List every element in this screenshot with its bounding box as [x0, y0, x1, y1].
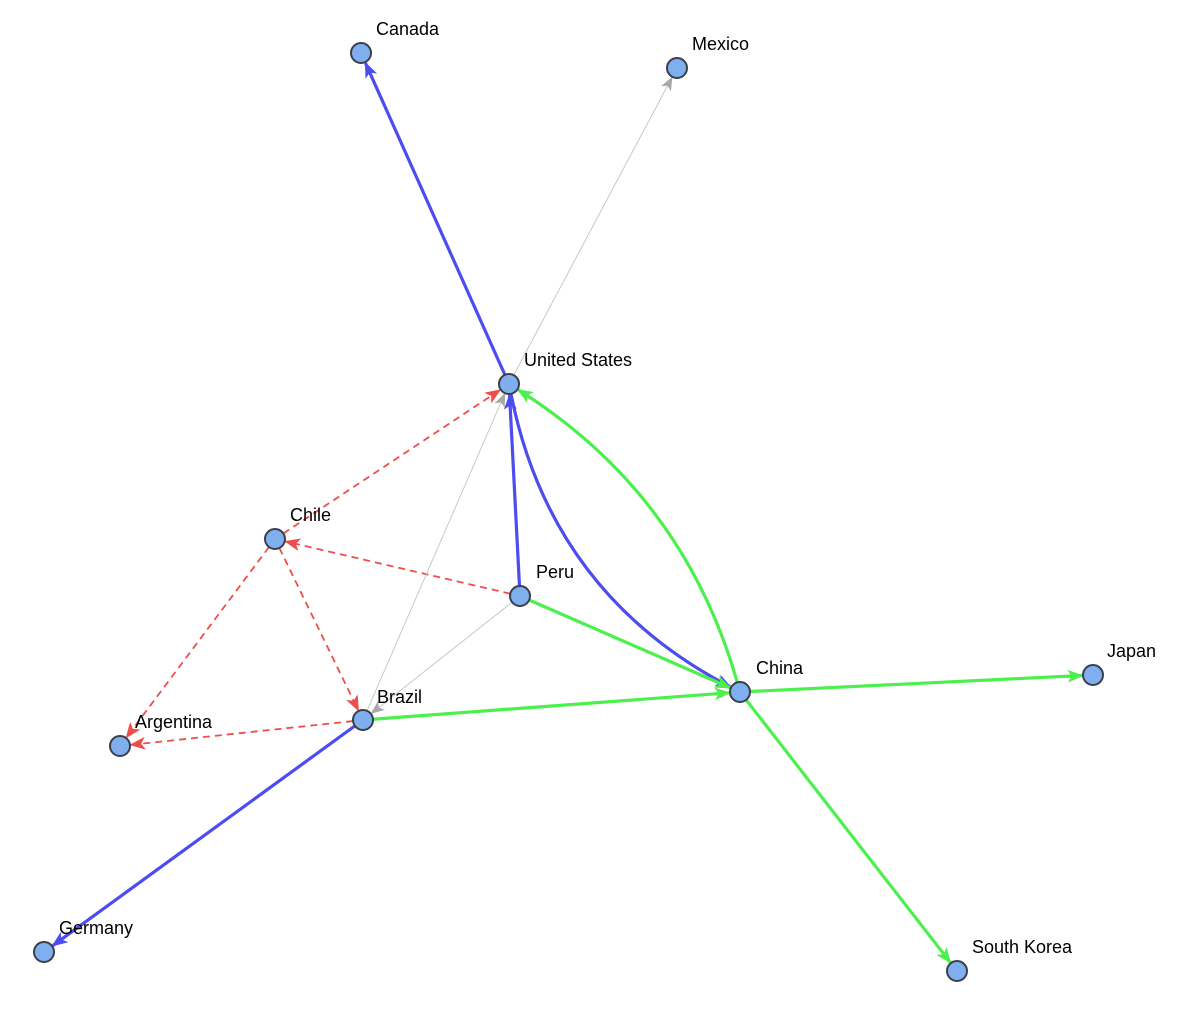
node-chile[interactable]	[264, 528, 286, 550]
node-germany[interactable]	[33, 941, 55, 963]
node-japan[interactable]	[1082, 664, 1104, 686]
edge-united_states-to-china	[509, 393, 732, 689]
node-argentina[interactable]	[109, 735, 131, 757]
node-brazil[interactable]	[352, 709, 374, 731]
edge-china-to-south_korea	[744, 698, 952, 964]
node-label-peru: Peru	[536, 562, 574, 582]
node-label-brazil: Brazil	[377, 687, 422, 707]
node-label-germany: Germany	[59, 918, 133, 938]
edge-peru-to-united_states	[503, 393, 522, 587]
edge-united_states-to-mexico	[513, 76, 673, 376]
edge-united_states-to-canada	[364, 61, 507, 376]
edge-brazil-to-argentina	[129, 720, 354, 750]
node-peru[interactable]	[509, 585, 531, 607]
node-south_korea[interactable]	[946, 960, 968, 982]
node-label-mexico: Mexico	[692, 34, 749, 54]
edge-chile-to-argentina	[125, 546, 270, 739]
node-mexico[interactable]	[666, 57, 688, 79]
node-label-chile: Chile	[290, 505, 331, 525]
edge-peru-to-china	[528, 598, 732, 690]
edge-chile-to-brazil	[278, 547, 359, 712]
edge-brazil-to-united_states	[366, 392, 506, 712]
edge-peru-to-chile	[284, 538, 511, 595]
node-label-south_korea: South Korea	[972, 937, 1073, 957]
node-label-canada: Canada	[376, 19, 440, 39]
edge-brazil-to-china	[372, 687, 731, 721]
edge-china-to-united_states	[516, 388, 739, 683]
node-united_states[interactable]	[498, 373, 520, 395]
node-canada[interactable]	[350, 42, 372, 64]
node-label-japan: Japan	[1107, 641, 1156, 661]
edges-layer	[51, 61, 1084, 964]
nodes-layer	[33, 42, 1104, 982]
edge-peru-to-brazil	[370, 601, 513, 715]
edge-chile-to-united_states	[282, 389, 502, 535]
node-china[interactable]	[729, 681, 751, 703]
node-label-china: China	[756, 658, 804, 678]
node-label-argentina: Argentina	[135, 712, 213, 732]
edge-china-to-japan	[749, 669, 1084, 694]
edge-brazil-to-germany	[51, 724, 356, 947]
node-label-united_states: United States	[524, 350, 632, 370]
